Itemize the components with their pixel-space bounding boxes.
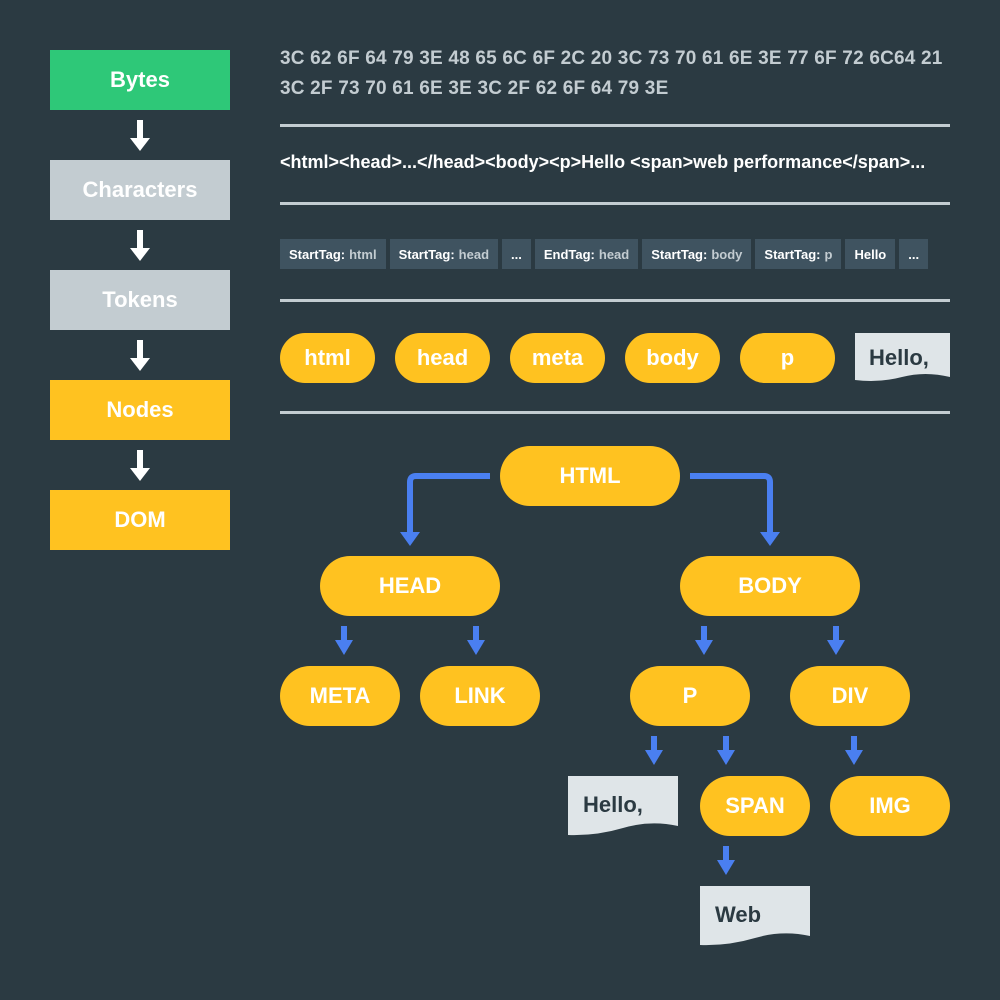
token: ...: [502, 239, 531, 269]
white-down-arrow-icon: [130, 340, 150, 371]
token-value: body: [711, 246, 743, 262]
token: StartTag:body: [642, 239, 752, 269]
characters-text: <html><head>...</head><body><p>Hello <sp…: [280, 152, 926, 172]
stage-characters: Characters: [50, 160, 230, 220]
bytes-line: 3C 2F 73 70 61 6E 3E 3C 2F 62 6F 64 79 3…: [280, 78, 669, 99]
bytes-line: 3C 62 6F 64 79 3E 48 65 6C 6F 2C 20 3C 7…: [280, 48, 943, 69]
node-pill: head: [395, 333, 490, 383]
divider: [280, 411, 950, 414]
small-down-arrows: [335, 626, 863, 875]
token-kind: ...: [511, 246, 522, 262]
white-down-arrow-icon: [130, 450, 150, 481]
bytes-hex: 3C 62 6F 64 79 3E 48 65 6C 6F 2C 20 3C 7…: [280, 44, 970, 104]
node-pill: html: [280, 333, 375, 383]
dom-node-body: BODY: [680, 556, 860, 616]
dom-node-link: LINK: [420, 666, 540, 726]
dom-node-head: HEAD: [320, 556, 500, 616]
dom-node-img: IMG: [830, 776, 950, 836]
dom-node-p: P: [630, 666, 750, 726]
token-kind: StartTag:: [651, 246, 708, 262]
token: StartTag:html: [280, 239, 386, 269]
dom-node-div: DIV: [790, 666, 910, 726]
token-kind: StartTag:: [764, 246, 821, 262]
stage-nodes: Nodes: [50, 380, 230, 440]
token-value: p: [824, 246, 833, 262]
token: StartTag:head: [389, 239, 499, 269]
token: ...: [899, 239, 929, 269]
stage-dom: DOM: [50, 490, 230, 550]
dom-node-meta: META: [280, 666, 400, 726]
white-down-arrow-icon: [130, 120, 150, 151]
token-value: html: [349, 246, 377, 262]
divider: [280, 124, 950, 127]
node-pill: meta: [510, 333, 605, 383]
stage-tokens: Tokens: [50, 270, 230, 330]
dom-node-html: HTML: [500, 446, 680, 506]
token-kind: StartTag:: [289, 246, 346, 262]
token-value: head: [598, 246, 630, 262]
divider: [280, 202, 950, 205]
divider: [280, 299, 950, 302]
text-node-hello: Hello,: [869, 345, 929, 370]
node-pill: p: [740, 333, 835, 383]
node-pill: body: [625, 333, 720, 383]
token-kind: StartTag:: [398, 246, 455, 262]
white-down-arrow-icon: [130, 230, 150, 261]
dom-node-span: SPAN: [700, 776, 810, 836]
dom-text-web: Web: [715, 902, 762, 927]
token: StartTag:p: [755, 239, 842, 269]
text-node-shape: [855, 333, 950, 381]
dom-text-hello: Hello,: [583, 792, 643, 817]
token-value: head: [458, 246, 490, 262]
token-kind: ...: [908, 246, 920, 262]
stage-bytes: Bytes: [50, 50, 230, 110]
token-kind: EndTag:: [543, 246, 595, 262]
token-kind: Hello: [854, 246, 887, 262]
token: EndTag:head: [534, 239, 639, 269]
tokens-row: StartTag:html StartTag:head ... EndTag:h…: [280, 239, 929, 269]
token: Hello: [845, 239, 896, 269]
